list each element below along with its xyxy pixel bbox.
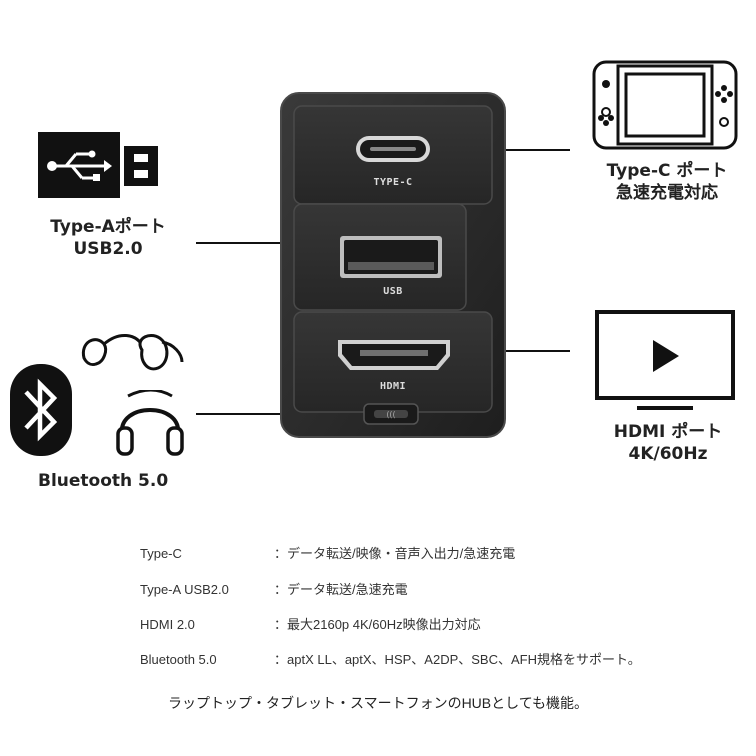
port-label-usb: USB (383, 286, 403, 297)
type-a-label-line2: USB2.0 (73, 239, 143, 259)
type-c-label: Type-C ポート 急速充電対応 (588, 160, 746, 204)
spec-key: Bluetooth 5.0 (140, 652, 217, 667)
spec-value: ：aptX LL、aptX、HSP、A2DP、SBC、AFH規格をサポート。 (274, 652, 641, 667)
hub-device: ((( (280, 92, 506, 438)
spec-key: Type-C (140, 546, 182, 561)
spec-row-hdmi: HDMI 2.0 ：最大2160p 4K/60Hz映像出力対応 (140, 616, 660, 634)
type-a-label-line1: Type-Aポート (50, 217, 166, 237)
spec-value: ：データ転送/映像・音声入出力/急速充電 (274, 546, 516, 561)
hdmi-line (448, 350, 570, 352)
hdmi-label-line2: 4K/60Hz (628, 444, 708, 464)
monitor-play-icon (595, 310, 735, 410)
type-c-label-line1: Type-C ポート (606, 161, 728, 181)
hdmi-label-line1: HDMI ポート (613, 422, 723, 442)
port-label-typec: TYPE-C (373, 177, 413, 188)
type-a-label: Type-Aポート USB2.0 (38, 216, 178, 260)
spec-row-typea: Type-A USB2.0 ：データ転送/急速充電 (140, 581, 660, 599)
footer-caption: ラップトップ・タブレット・スマートフォンのHUBとしても機能。 (167, 695, 589, 711)
spec-row-typec: Type-C ：データ転送/映像・音声入出力/急速充電 (140, 545, 660, 563)
spec-value: ：最大2160p 4K/60Hz映像出力対応 (274, 617, 481, 632)
bluetooth-icon (10, 364, 72, 456)
type-a-line (196, 242, 346, 244)
usb-stick-icon (38, 132, 158, 198)
bluetooth-label: Bluetooth 5.0 (38, 471, 169, 491)
spec-value: ：データ転送/急速充電 (274, 582, 408, 597)
spec-key: Type-A USB2.0 (140, 582, 229, 597)
headphones-icon (116, 390, 184, 456)
type-c-label-line2: 急速充電対応 (616, 183, 718, 203)
bone-conduction-headphones-icon (81, 334, 184, 371)
spec-row-bluetooth: Bluetooth 5.0 ：aptX LL、aptX、HSP、A2DP、SBC… (140, 651, 700, 669)
spec-key: HDMI 2.0 (140, 617, 195, 632)
game-console-icon (592, 60, 738, 150)
svg-text:(((: ((( (386, 410, 395, 419)
port-label-hdmi: HDMI (379, 381, 407, 392)
hdmi-label: HDMI ポート 4K/60Hz (598, 421, 738, 465)
